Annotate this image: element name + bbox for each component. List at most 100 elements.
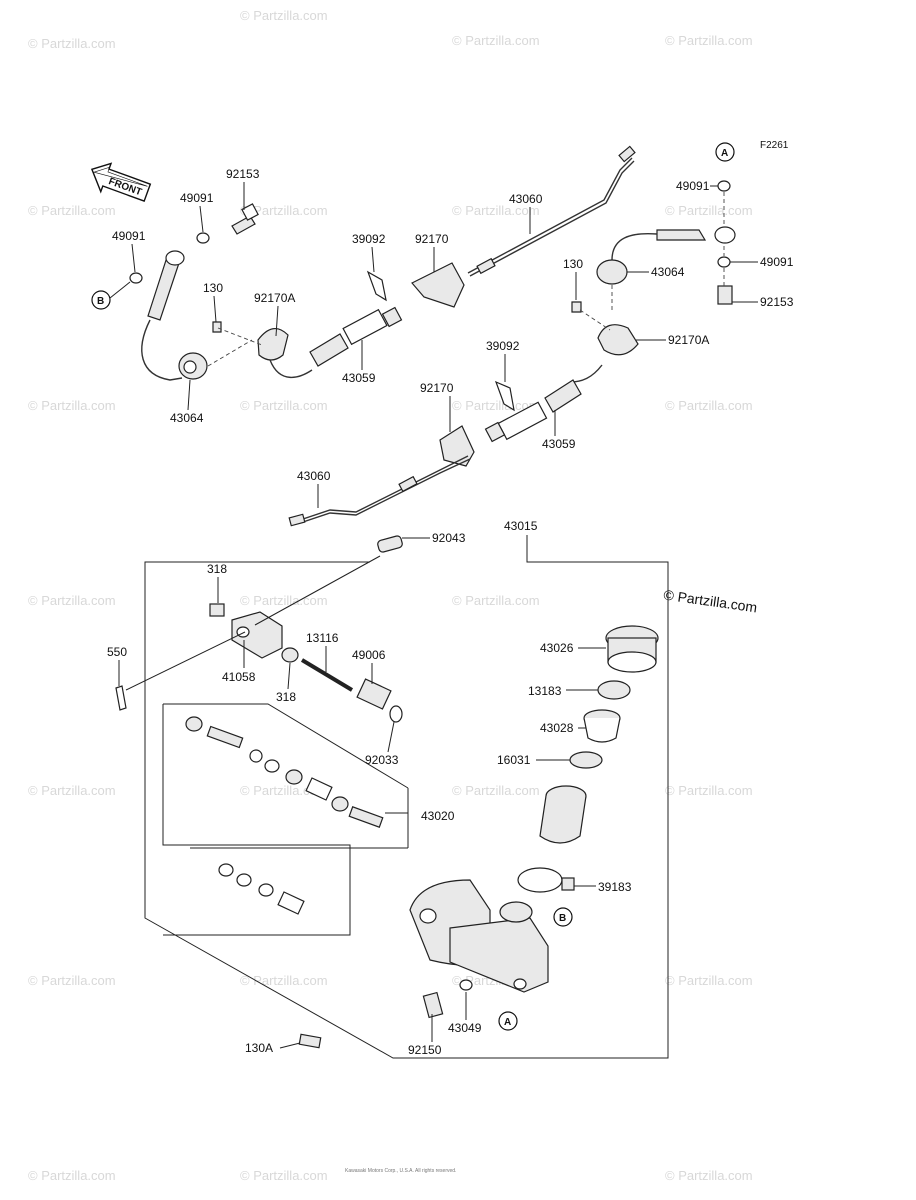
copyright-mark: © Partzilla.com (663, 586, 759, 615)
watermark: © Partzilla.com (665, 973, 753, 988)
watermark: © Partzilla.com (240, 973, 328, 988)
hose-line (141, 319, 183, 381)
part-label-49091-right-top: 49091 (676, 179, 710, 193)
clamp-39183 (517, 867, 575, 893)
part-label-39092-mid: 39092 (486, 339, 520, 353)
pin-92043 (377, 535, 403, 553)
watermark: © Partzilla.com (28, 973, 116, 988)
part-label-43026: 43026 (540, 641, 574, 655)
watermark: © Partzilla.com (452, 203, 540, 218)
watermark: © Partzilla.com (28, 203, 116, 218)
part-label-49006: 49006 (352, 648, 386, 662)
grommet-right (596, 259, 628, 285)
diaphragm-13183 (597, 680, 631, 700)
part-label-43015: 43015 (504, 519, 538, 533)
reservoir-43028 (583, 709, 621, 743)
part-label-318-top: 318 (207, 562, 227, 576)
watermark: © Partzilla.com (28, 1168, 116, 1183)
callout-b-left-label: B (97, 296, 104, 307)
callout-a-bottom-label: A (504, 1017, 511, 1028)
watermark: © Partzilla.com (665, 203, 753, 218)
part-label-92043: 92043 (432, 531, 466, 545)
part-label-92170-mid: 92170 (420, 381, 454, 395)
part-label-318-bottom: 318 (276, 690, 296, 704)
part-label-13183: 13183 (528, 684, 562, 698)
watermark: © Partzilla.com (665, 1168, 753, 1183)
part-label-39092-top: 39092 (352, 232, 386, 246)
watermark-group: © Partzilla.com © Partzilla.com © Partzi… (28, 8, 753, 1183)
clip-39092-mid (494, 380, 515, 412)
part-label-550: 550 (107, 645, 127, 659)
watermark: © Partzilla.com (665, 783, 753, 798)
watermark: © Partzilla.com (452, 33, 540, 48)
part-label-43049: 43049 (448, 1021, 482, 1035)
watermark: © Partzilla.com (240, 593, 328, 608)
washer-top (196, 232, 210, 244)
callout-b-bottom-label: B (559, 913, 566, 924)
bolt-130-right (571, 301, 582, 313)
watermark: © Partzilla.com (240, 398, 328, 413)
cable-43060-top (467, 157, 633, 274)
part-label-43020: 43020 (421, 809, 455, 823)
watermark: © Partzilla.com (28, 36, 116, 51)
cable-43060-bottom (299, 455, 469, 521)
part-label-92170A-left: 92170A (254, 291, 295, 305)
front-arrow-icon: FRONT (90, 162, 152, 202)
banjo-bolt-right (717, 285, 733, 305)
part-label-92153-top: 92153 (226, 167, 260, 181)
washer-left (129, 272, 143, 284)
watermark: © Partzilla.com (665, 33, 753, 48)
assembly-bracket-43015 (144, 535, 669, 1059)
part-label-43059-mid: 43059 (542, 437, 576, 451)
part-label-49091-top: 49091 (180, 191, 214, 205)
reservoir-body (539, 785, 587, 844)
left-hose-assembly (129, 145, 636, 381)
middle-cable-assembly (288, 379, 582, 527)
nut-318-bottom (281, 647, 299, 663)
callout-a-top-label: A (721, 148, 728, 159)
part-label-130-left: 130 (203, 281, 223, 295)
watermark: © Partzilla.com (240, 783, 328, 798)
cotter-pin-550 (115, 685, 127, 711)
nut-318-top (209, 603, 225, 617)
part-label-49091-right: 49091 (760, 255, 794, 269)
clamp-92170A-left (257, 328, 289, 361)
part-label-130-right: 130 (563, 257, 583, 271)
footer-text: Kawasaki Motors Corp., U.S.A. All rights… (345, 1168, 456, 1174)
watermark: © Partzilla.com (452, 593, 540, 608)
figure-id: F2261 (760, 140, 789, 151)
part-label-43060-top: 43060 (509, 192, 543, 206)
copyright-text: © Partzilla.com (663, 586, 759, 615)
part-label-16031: 16031 (497, 753, 531, 767)
washer-right (717, 256, 731, 268)
bolt-130-left (212, 321, 222, 333)
master-cylinder-section: B A (115, 535, 669, 1059)
watermark: © Partzilla.com (452, 783, 540, 798)
part-label-41058: 41058 (222, 670, 256, 684)
damper-43059-mid (544, 379, 582, 413)
washer-right-top (717, 180, 731, 192)
part-label-43028: 43028 (540, 721, 574, 735)
right-hose-assembly: A (569, 142, 736, 383)
watermark: © Partzilla.com (240, 1168, 328, 1183)
part-label-92153-right: 92153 (760, 295, 794, 309)
bracket-92170-top (411, 262, 465, 308)
watermark: © Partzilla.com (240, 8, 328, 23)
banjo-bolt-top (231, 215, 256, 235)
reservoir-cap-43026 (605, 625, 659, 673)
master-cylinder-body (409, 879, 549, 993)
part-label-92170-top: 92170 (415, 232, 449, 246)
boot-49006 (356, 678, 392, 710)
callout-b-bottom (553, 907, 573, 927)
watermark: © Partzilla.com (28, 593, 116, 608)
banjo-fitting (165, 250, 185, 266)
piston-kit-43020 (185, 716, 384, 915)
callout-a-top (715, 142, 735, 162)
clip-39092-top (366, 270, 387, 302)
callout-b-left (91, 290, 111, 310)
hose-end-right (656, 229, 707, 241)
damper-43059-left (309, 333, 349, 367)
push-rod-13116 (300, 658, 354, 692)
callout-a-bottom (498, 1011, 518, 1031)
part-label-43059-left: 43059 (342, 371, 376, 385)
